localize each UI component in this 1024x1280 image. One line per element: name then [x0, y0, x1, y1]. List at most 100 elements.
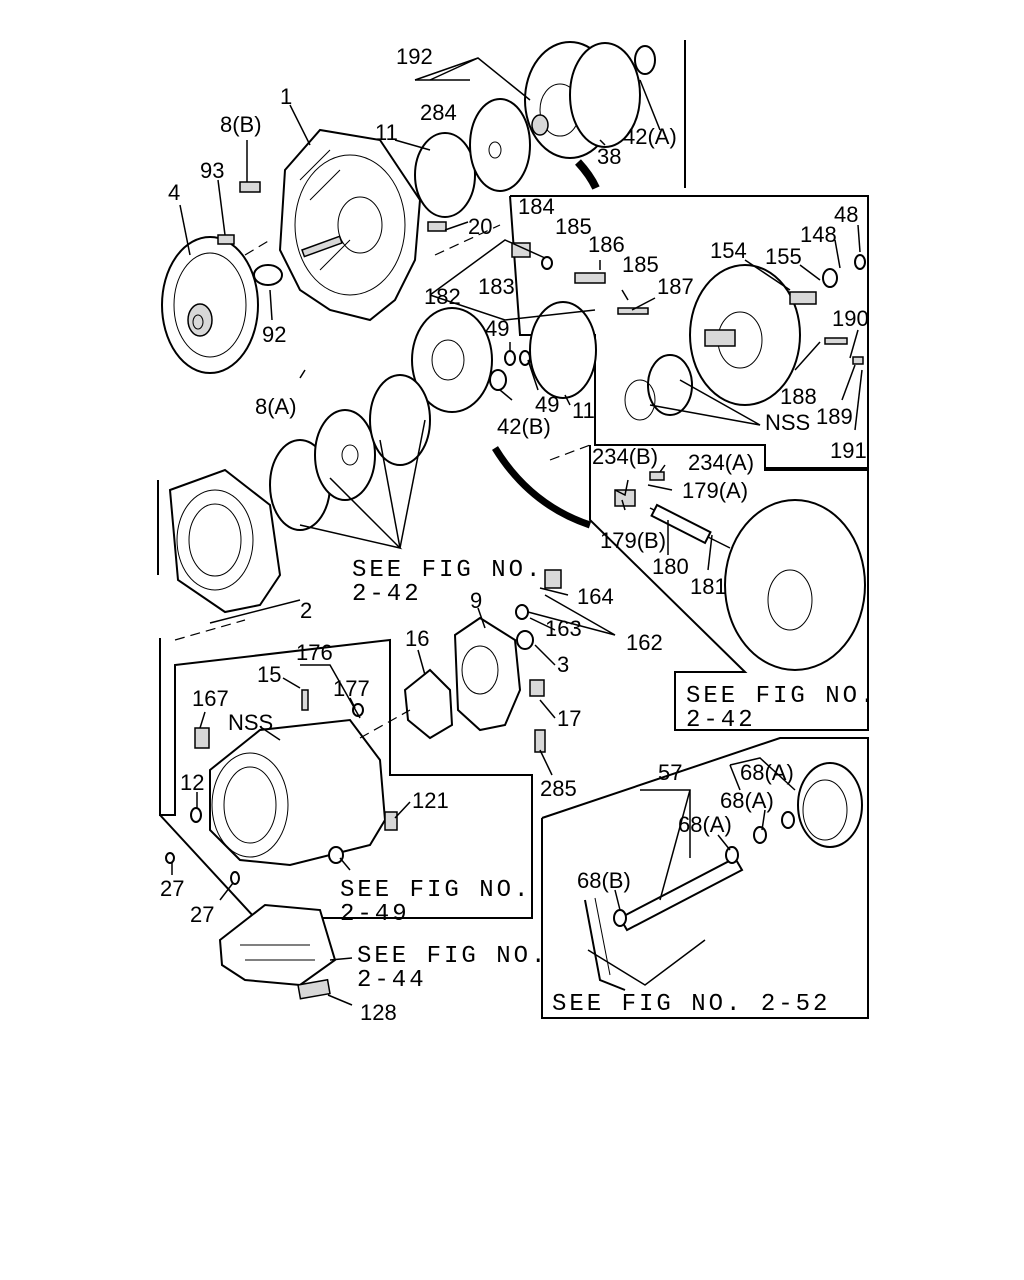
- callout-285: 285: [540, 776, 577, 801]
- callout-185a: 185: [555, 214, 592, 239]
- ref-fig-2-42-left-line1: SEE FIG NO.: [352, 557, 543, 584]
- small-fasteners: [165, 181, 866, 885]
- callout-92: 92: [262, 322, 286, 347]
- callout-27b: 27: [190, 902, 214, 927]
- callout-38: 38: [597, 144, 621, 169]
- callout-nss-pump: NSS: [765, 410, 810, 435]
- valve-body-right: [724, 499, 866, 671]
- ref-fig-2-44-line2: 2-44: [357, 967, 427, 994]
- callout-162: 162: [626, 630, 663, 655]
- callout-17: 17: [557, 706, 581, 731]
- case-detail-frame: [159, 638, 533, 919]
- callout-182: 182: [424, 284, 461, 309]
- callout-163: 163: [545, 616, 582, 641]
- callout-68a3: 68(A): [678, 812, 732, 837]
- callout-187: 187: [657, 274, 694, 299]
- callout-68a1: 68(A): [740, 760, 794, 785]
- callout-42a: 42(A): [623, 124, 677, 149]
- callout-128: 128: [360, 1000, 397, 1025]
- callout-188: 188: [780, 384, 817, 409]
- torque-converter: [161, 236, 259, 374]
- callout-93: 93: [200, 158, 224, 183]
- callout-148: 148: [800, 222, 837, 247]
- callout-2: 2: [300, 598, 312, 623]
- ref-fig-2-42-right-line1: SEE FIG NO.: [686, 683, 877, 710]
- pump-plate-284: [469, 98, 531, 192]
- gasket-38: [569, 42, 641, 148]
- ref-fig-2-49-line1: SEE FIG NO.: [340, 877, 531, 904]
- callout-190: 190: [832, 306, 869, 331]
- callout-192: 192: [396, 44, 433, 69]
- transmission-housing-left: [168, 468, 282, 614]
- gear-ring: [624, 354, 693, 421]
- valve-detail-frame: [589, 445, 869, 731]
- oil-pan-valve-body: [218, 903, 337, 987]
- callout-180: 180: [652, 554, 689, 579]
- clutch-plates: [269, 374, 431, 531]
- washers-68: [613, 811, 795, 927]
- callout-49a: 49: [485, 316, 509, 341]
- ref-fig-2-42-left-line2: 2-42: [352, 581, 422, 608]
- callout-164: 164: [577, 584, 614, 609]
- callout-4: 4: [168, 180, 180, 205]
- oring-11b: [529, 301, 597, 399]
- callout-20: 20: [468, 214, 492, 239]
- callout-57: 57: [658, 760, 682, 785]
- callout-234b: 234(B): [592, 444, 658, 469]
- converter-housing: [278, 128, 422, 322]
- output-gear: [797, 762, 863, 848]
- callout-177: 177: [333, 676, 370, 701]
- callout-nss-case: NSS: [228, 710, 273, 735]
- callout-186: 186: [588, 232, 625, 257]
- callout-167: 167: [192, 686, 229, 711]
- callout-27a: 27: [160, 876, 184, 901]
- callout-8a: 8(A): [255, 394, 297, 419]
- callout-42b: 42(B): [497, 414, 551, 439]
- ref-fig-2-52: SEE FIG NO. 2-52: [552, 991, 830, 1018]
- callout-1: 1: [280, 84, 292, 109]
- transmission-case-nss: [209, 718, 387, 867]
- assembly-arrows: [492, 159, 600, 529]
- pump-assembly-center: [411, 307, 493, 413]
- callout-15: 15: [257, 662, 281, 687]
- seal-ring-11: [414, 132, 476, 218]
- callout-9: 9: [470, 588, 482, 613]
- callout-48: 48: [834, 202, 858, 227]
- pump-cover-right: [689, 264, 801, 406]
- callout-185b: 185: [622, 252, 659, 277]
- callout-8b: 8(B): [220, 112, 262, 137]
- callout-179a: 179(A): [682, 478, 748, 503]
- callout-68a2: 68(A): [720, 788, 774, 813]
- shaft-57: [618, 856, 744, 932]
- callout-3: 3: [557, 652, 569, 677]
- bracket-128: [297, 978, 331, 1000]
- callout-68b: 68(B): [577, 868, 631, 893]
- callout-184: 184: [518, 194, 555, 219]
- callout-234a: 234(A): [688, 450, 754, 475]
- callout-121: 121: [412, 788, 449, 813]
- callout-11b: 11: [572, 398, 595, 423]
- assembly-dash-lines: [174, 224, 591, 739]
- callout-155: 155: [765, 244, 802, 269]
- callout-11a: 11: [375, 120, 398, 145]
- callout-191: 191: [830, 438, 867, 463]
- callout-179b: 179(B): [600, 528, 666, 553]
- extension-housing-9: [453, 616, 522, 732]
- ref-fig-2-44-line1: SEE FIG NO.: [357, 943, 548, 970]
- ref-fig-2-49-line2: 2-49: [340, 901, 410, 928]
- leader-lines: [171, 57, 863, 1006]
- shaft-detail-frame: [541, 737, 869, 1019]
- callout-181: 181: [690, 574, 727, 599]
- callout-189: 189: [816, 404, 853, 429]
- callout-284: 284: [420, 100, 457, 125]
- figure-references: SEE FIG NO. 2-42 SEE FIG NO. 2-42 SEE FI…: [340, 557, 877, 1018]
- callout-12: 12: [180, 770, 204, 795]
- oring-42a: [634, 45, 656, 75]
- callout-49b: 49: [535, 392, 559, 417]
- callout-154: 154: [710, 238, 747, 263]
- callout-labels: 192 284 42(A) 38 1 8(B) 11 93 4 20 92 18…: [160, 44, 869, 1025]
- spool-valve: [649, 503, 731, 549]
- callout-16: 16: [405, 626, 429, 651]
- gasket-16: [403, 668, 454, 740]
